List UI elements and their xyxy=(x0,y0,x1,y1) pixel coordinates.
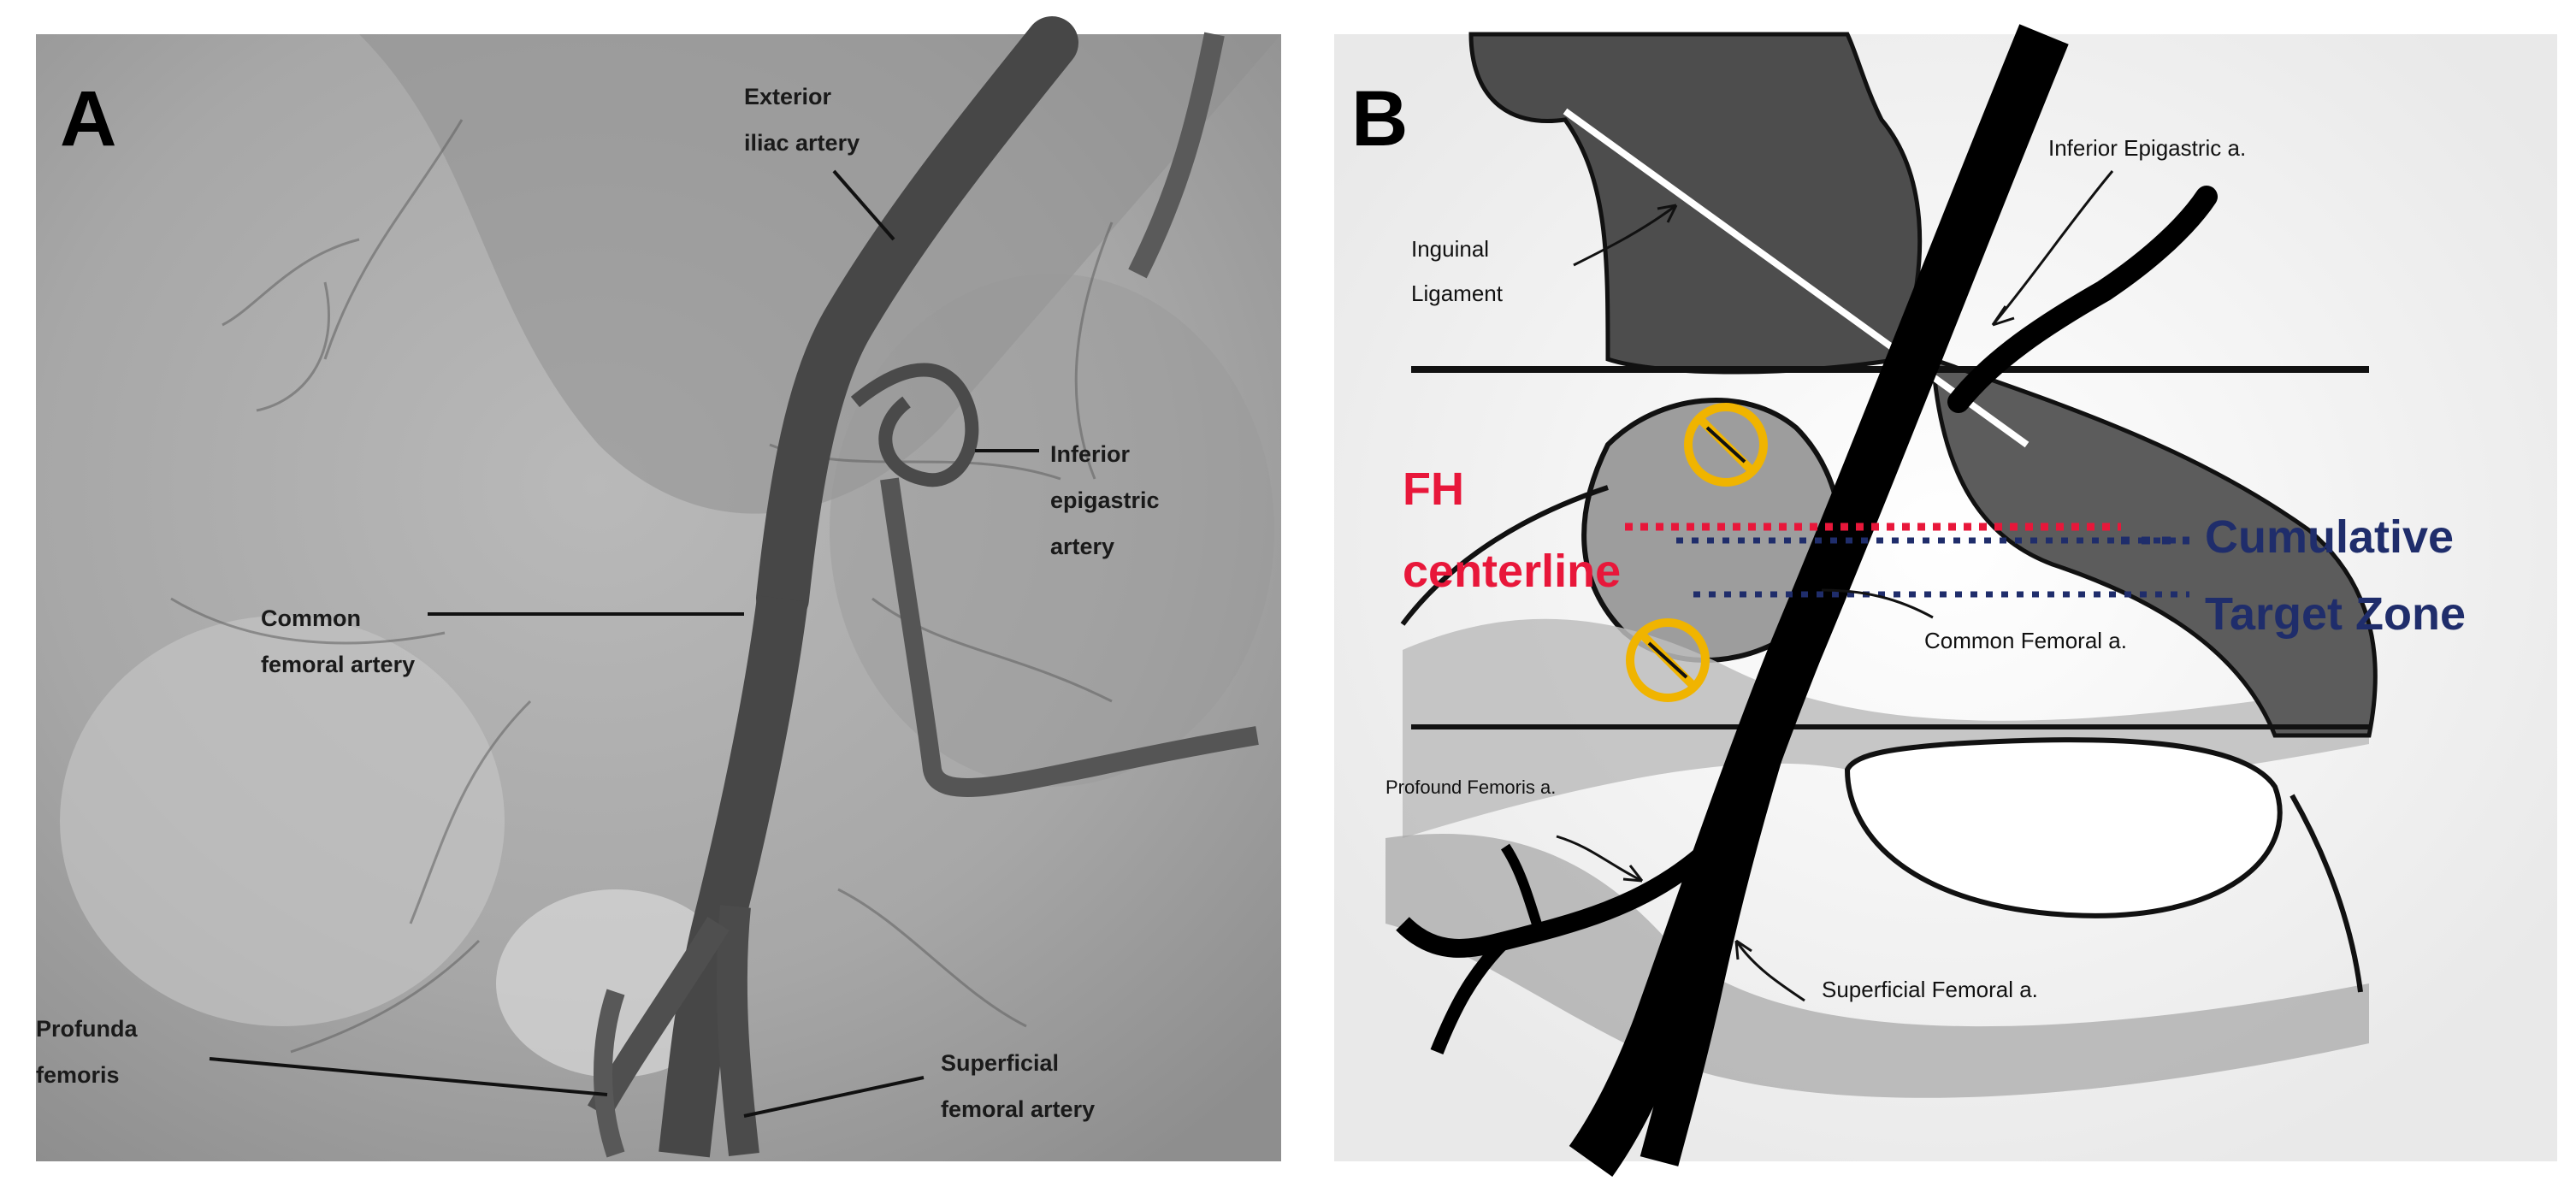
panel-a-small-vessels xyxy=(170,119,1114,1054)
label-common-femoral-1: Common xyxy=(261,605,361,631)
panel-a-pelvis-shadow xyxy=(830,274,1274,787)
panel-a-superficial-femoral-artery xyxy=(716,905,759,1156)
label-inferior-epigastric-1: Inferior xyxy=(1050,441,1131,467)
panel-a-leader-lines xyxy=(209,169,1039,1118)
label-b-profound-femoris: Profound Femoris a. xyxy=(1385,777,1556,798)
panel-b-profound-branch-2 xyxy=(1500,843,1545,934)
panel-a-letter: A xyxy=(60,75,116,162)
panel-b-left-bone-edge xyxy=(1400,485,1609,626)
label-inferior-epigastric-3: artery xyxy=(1050,534,1114,559)
panel-b: B Inferior Epigastric a. Inguinal Ligame… xyxy=(1334,24,2557,1178)
label-exterior-iliac-1: Exterior xyxy=(744,84,832,109)
panel-b-obturator xyxy=(1844,737,2283,918)
panel-a-circumflex-vessel xyxy=(880,477,1259,797)
panel-b-profound-femoris-artery xyxy=(1396,847,1709,958)
label-b-inguinal-2: Ligament xyxy=(1411,281,1504,306)
panel-a-profunda-branch xyxy=(594,989,625,1158)
label-b-fh-2: centerline xyxy=(1403,546,1621,597)
panel-a-inferior-epigastric-artery xyxy=(850,363,979,487)
panel-b-inguinal-ligament-line xyxy=(1563,108,2029,448)
label-b-inferior-epigastric: Inferior Epigastric a. xyxy=(2048,135,2246,161)
panel-a-exterior-iliac-artery xyxy=(756,16,1078,625)
label-b-fh-1: FH xyxy=(1403,464,1464,515)
label-exterior-iliac-2: iliac artery xyxy=(744,130,860,156)
panel-b-no-puncture-upper xyxy=(1684,403,1768,487)
panel-b-superficial-femoral-artery xyxy=(1640,643,1815,1166)
panel-b-profound-branch-1 xyxy=(1430,936,1510,1054)
label-b-cumulative-1: Cumulative xyxy=(2205,511,2454,563)
panel-b-inferior-epigastric-artery xyxy=(1947,186,2218,413)
label-profunda-1: Profunda xyxy=(36,1016,138,1042)
label-superficial-2: femoral artery xyxy=(941,1096,1095,1122)
panel-b-letter: B xyxy=(1351,75,1408,162)
label-b-cumulative-2: Target Zone xyxy=(2205,588,2466,640)
label-profunda-2: femoris xyxy=(36,1062,120,1088)
label-b-superficial-femoral: Superficial Femoral a. xyxy=(1822,977,2038,1002)
label-inferior-epigastric-2: epigastric xyxy=(1050,487,1160,513)
panel-a-upper-vessel xyxy=(1128,32,1225,279)
panel-b-right-shaft-edge xyxy=(2289,794,2363,993)
panel-a-shadow-upper xyxy=(359,34,1281,514)
label-superficial-1: Superficial xyxy=(941,1050,1059,1076)
label-b-inguinal-1: Inguinal xyxy=(1411,236,1489,262)
panel-a: A Exterior iliac artery Inferior epigast… xyxy=(36,16,1281,1161)
label-common-femoral-2: femoral artery xyxy=(261,652,415,677)
panel-b-right-bone xyxy=(1930,356,2378,738)
panel-b-no-puncture-lower xyxy=(1626,618,1710,702)
panel-a-femoral-head xyxy=(60,616,505,1026)
label-b-common-femoral: Common Femoral a. xyxy=(1924,628,2127,653)
panel-b-annotation-arrows xyxy=(1556,170,2114,1002)
